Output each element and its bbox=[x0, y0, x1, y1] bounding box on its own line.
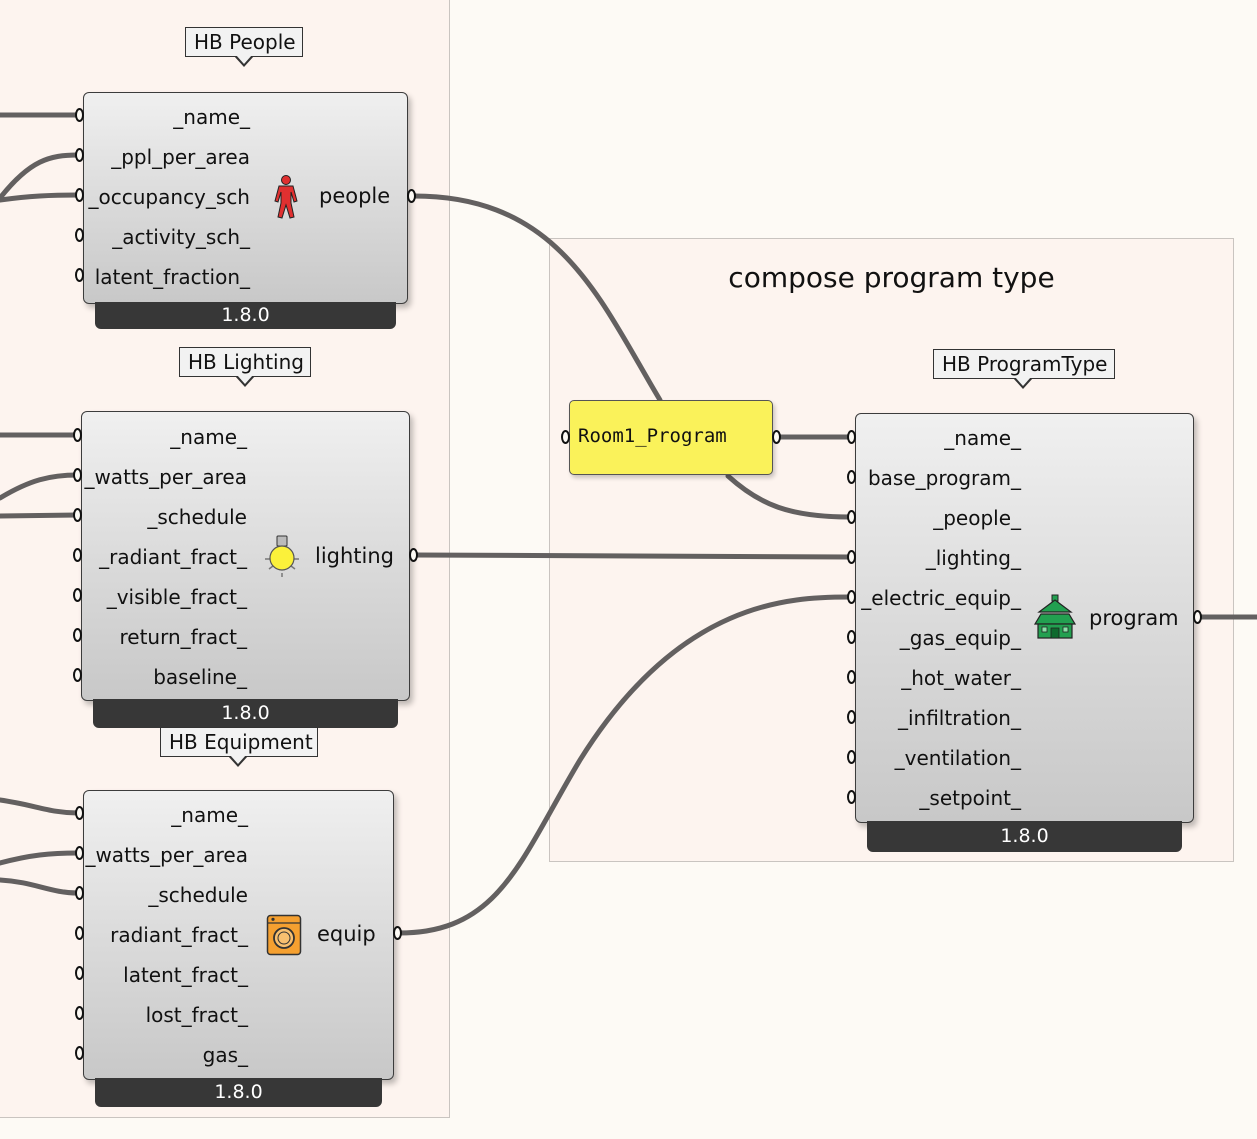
input-latent-fraction: latent_fraction_ bbox=[94, 265, 250, 289]
equip-port-name[interactable] bbox=[75, 806, 84, 820]
people-port-name[interactable] bbox=[75, 108, 84, 122]
program-port-name[interactable] bbox=[847, 430, 856, 444]
wire-in-equip-name bbox=[0, 797, 81, 816]
wire-people-to-panel bbox=[411, 193, 663, 403]
input-gas: gas_ bbox=[202, 1043, 248, 1067]
equipment-version-bar: 1.8.0 bbox=[95, 1078, 382, 1107]
wire-in-lighting-schedule bbox=[0, 512, 81, 519]
input-ppl-per-area: _ppl_per_area bbox=[111, 145, 250, 169]
equip-port-lost[interactable] bbox=[75, 1006, 84, 1020]
lighting-version-bar: 1.8.0 bbox=[93, 699, 398, 728]
lighting-port-visible[interactable] bbox=[73, 588, 82, 602]
program-port-people[interactable] bbox=[847, 510, 856, 524]
panel-port-output[interactable] bbox=[772, 430, 781, 444]
equip-port-output[interactable] bbox=[393, 926, 402, 940]
hb-lighting-component[interactable]: _name_ _watts_per_area _schedule _radian… bbox=[81, 411, 410, 701]
lighting-port-radiant[interactable] bbox=[73, 548, 82, 562]
group-title: compose program type bbox=[728, 261, 1055, 294]
input-name: _name_ bbox=[944, 426, 1021, 450]
lighting-port-name[interactable] bbox=[73, 428, 82, 442]
output-people: people bbox=[319, 184, 391, 208]
lighting-tag: HB Lighting bbox=[179, 347, 311, 377]
input-name: _name_ bbox=[173, 105, 250, 129]
output-program: program bbox=[1089, 606, 1179, 630]
lighting-port-return[interactable] bbox=[73, 628, 82, 642]
program-port-lighting[interactable] bbox=[847, 550, 856, 564]
wire-panel-to-people bbox=[725, 473, 853, 520]
people-tag: HB People bbox=[185, 27, 303, 57]
people-port-ppl[interactable] bbox=[75, 148, 84, 162]
input-name: _name_ bbox=[171, 803, 248, 827]
input-schedule: _schedule bbox=[147, 505, 247, 529]
program-port-ventilation[interactable] bbox=[847, 750, 856, 764]
house-icon bbox=[1033, 594, 1077, 639]
wire-lighting-to-program bbox=[411, 552, 853, 560]
input-lighting: _lighting_ bbox=[925, 546, 1021, 570]
hb-equipment-component[interactable]: _name_ _watts_per_area _schedule radiant… bbox=[83, 790, 394, 1080]
wire-in-lighting-watts bbox=[0, 472, 81, 501]
input-gas-equip: _gas_equip_ bbox=[899, 626, 1021, 650]
program-port-gas-equip[interactable] bbox=[847, 630, 856, 644]
input-ventilation: _ventilation_ bbox=[894, 746, 1021, 770]
equip-port-schedule[interactable] bbox=[75, 886, 84, 900]
equipment-tag: HB Equipment bbox=[160, 727, 318, 757]
input-hot-water: _hot_water_ bbox=[901, 666, 1021, 690]
hb-people-component[interactable]: _name_ _ppl_per_area _occupancy_sch _act… bbox=[83, 92, 408, 304]
light-bulb-icon bbox=[265, 535, 299, 577]
input-occupancy-sch: _occupancy_sch bbox=[88, 185, 250, 209]
programtype-version-bar: 1.8.0 bbox=[867, 821, 1182, 852]
equip-port-watts[interactable] bbox=[75, 846, 84, 860]
people-version-bar: 1.8.0 bbox=[95, 302, 396, 329]
lighting-port-output[interactable] bbox=[409, 548, 418, 562]
people-port-latent[interactable] bbox=[75, 268, 84, 282]
wire-in-people-occ bbox=[0, 192, 81, 203]
equip-port-gas[interactable] bbox=[75, 1046, 84, 1060]
lighting-port-watts[interactable] bbox=[73, 468, 82, 482]
input-base-program: base_program_ bbox=[867, 466, 1021, 490]
input-radiant-fract: radiant_fract_ bbox=[110, 923, 248, 947]
wire-in-equip-watts bbox=[0, 850, 81, 866]
output-lighting: lighting bbox=[315, 544, 395, 568]
wire-equip-to-program bbox=[396, 594, 853, 936]
lighting-port-baseline[interactable] bbox=[73, 668, 82, 682]
input-electric-equip: _electric_equip_ bbox=[861, 586, 1021, 610]
input-setpoint: _setpoint_ bbox=[919, 786, 1021, 810]
room1-program-panel[interactable]: Room1_Program bbox=[569, 400, 773, 475]
program-port-hot-water[interactable] bbox=[847, 670, 856, 684]
equip-port-radiant[interactable] bbox=[75, 926, 84, 940]
panel-text: Room1_Program bbox=[578, 425, 727, 447]
wire-in-people-ppl bbox=[0, 152, 81, 201]
input-watts-per-area: _watts_per_area bbox=[84, 465, 247, 489]
people-port-activity[interactable] bbox=[75, 228, 84, 242]
person-icon bbox=[274, 175, 298, 219]
input-baseline: baseline_ bbox=[153, 665, 247, 689]
lighting-port-schedule[interactable] bbox=[73, 508, 82, 522]
programtype-tag: HB ProgramType bbox=[933, 349, 1115, 379]
input-return-fract: return_fract_ bbox=[119, 625, 247, 649]
equip-port-latent[interactable] bbox=[75, 966, 84, 980]
program-port-infiltration[interactable] bbox=[847, 710, 856, 724]
people-port-occupancy[interactable] bbox=[75, 188, 84, 202]
input-people: _people_ bbox=[933, 506, 1021, 530]
program-port-output[interactable] bbox=[1193, 610, 1202, 624]
wire-in-equip-schedule bbox=[0, 877, 81, 896]
input-watts-per-area: _watts_per_area bbox=[85, 843, 248, 867]
input-radiant-fract: _radiant_fract_ bbox=[99, 545, 247, 569]
output-equip: equip bbox=[317, 922, 376, 946]
hb-programtype-component[interactable]: _name_ base_program_ _people_ _lighting_… bbox=[855, 413, 1194, 823]
input-schedule: _schedule bbox=[148, 883, 248, 907]
washing-machine-icon bbox=[266, 914, 302, 956]
input-infiltration: _infiltration_ bbox=[897, 706, 1021, 730]
input-visible-fract: _visible_fract_ bbox=[106, 585, 247, 609]
input-name: _name_ bbox=[170, 425, 247, 449]
input-activity-sch: _activity_sch_ bbox=[112, 225, 250, 249]
input-latent-fract: latent_fract_ bbox=[123, 963, 248, 987]
program-port-electric-equip[interactable] bbox=[847, 590, 856, 604]
program-port-base-program[interactable] bbox=[847, 470, 856, 484]
program-port-setpoint[interactable] bbox=[847, 790, 856, 804]
people-port-output[interactable] bbox=[407, 189, 416, 203]
panel-port-input[interactable] bbox=[561, 430, 570, 444]
input-lost-fract: lost_fract_ bbox=[145, 1003, 248, 1027]
